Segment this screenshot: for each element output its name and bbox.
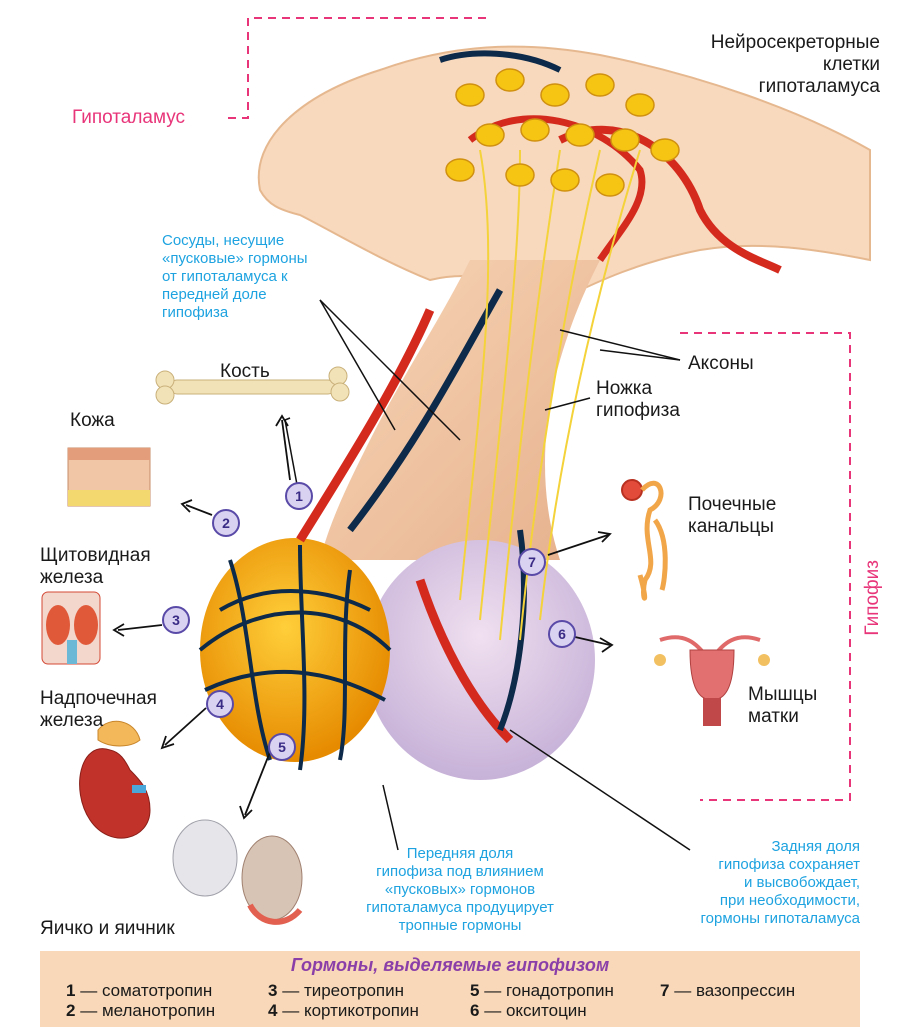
legend-name: вазопрессин: [696, 981, 795, 1000]
anterior-line5: тропные гормоны: [345, 917, 575, 935]
vessels-line1: Сосуды, несущие: [162, 232, 372, 250]
badge-6: 6: [548, 620, 576, 648]
bone-label: Кость: [220, 361, 270, 383]
legend-sep: —: [80, 981, 97, 1000]
stalk-line1: Ножка: [596, 378, 680, 400]
uterus-line1: Мышцы: [748, 684, 817, 706]
badge-7: 7: [518, 548, 546, 576]
testis-ovary-label: Яичко и яичник: [40, 918, 175, 940]
thyroid-line1: Щитовидная: [40, 545, 151, 567]
adrenal-line2: железа: [40, 710, 157, 732]
legend-num: 5: [470, 981, 479, 1000]
legend-num: 4: [268, 1001, 277, 1020]
vessels-line4: передней доле: [162, 286, 372, 304]
legend-num: 2: [66, 1001, 75, 1020]
posterior-lobe-label: Задняя доля гипофиза сохраняет и высвобо…: [645, 838, 860, 928]
adrenal-line1: Надпочечная: [40, 688, 157, 710]
neurosecretory-line1: Нейросекреторные: [640, 32, 880, 54]
legend-name: окситоцин: [506, 1001, 587, 1020]
legend-name: кортикотропин: [304, 1001, 419, 1020]
vessels-line3: от гипоталамуса к: [162, 268, 372, 286]
posterior-line2: гипофиза сохраняет: [645, 856, 860, 874]
posterior-line1: Задняя доля: [645, 838, 860, 856]
axons-label: Аксоны: [688, 353, 754, 375]
anterior-line3: «пусковых» гормонов: [345, 881, 575, 899]
neurosecretory-line3: гипоталамуса: [640, 76, 880, 98]
anterior-lobe-shape: [200, 538, 390, 762]
stalk-label: Ножка гипофиза: [596, 378, 680, 422]
thyroid-icon: [42, 592, 100, 664]
posterior-line5: гормоны гипоталамуса: [645, 910, 860, 928]
legend-num: 1: [66, 981, 75, 1000]
pituitary-bracket: [680, 333, 850, 800]
legend-sep: —: [674, 981, 691, 1000]
badge-3: 3: [162, 606, 190, 634]
legend-name: гонадотропин: [506, 981, 614, 1000]
pituitary-label: Гипофиз: [862, 560, 884, 636]
legend-title: Гормоны, выделяемые гипофизом: [40, 955, 860, 976]
tubules-line1: Почечные: [688, 494, 776, 516]
vessels-line2: «пусковые» гормоны: [162, 250, 372, 268]
legend-item-3: 3 — тиреотропин: [268, 981, 404, 1001]
legend-item-2: 2 — меланотропин: [66, 1001, 215, 1021]
kidney-icon: [80, 721, 150, 838]
skin-label: Кожа: [70, 410, 115, 432]
testis-ovary-icon: [173, 820, 302, 922]
posterior-lobe-shape: [365, 540, 595, 780]
legend-item-6: 6 — окситоцин: [470, 1001, 587, 1021]
badge-1: 1: [285, 482, 313, 510]
legend-sep: —: [282, 1001, 299, 1020]
uterus-label: Мышцы матки: [748, 684, 817, 728]
badge-5: 5: [268, 733, 296, 761]
anterior-line4: гипоталамуса продуцирует: [345, 899, 575, 917]
legend-name: соматотропин: [102, 981, 212, 1000]
tubules-label: Почечные канальцы: [688, 494, 776, 538]
legend-sep: —: [80, 1001, 97, 1020]
legend-name: меланотропин: [102, 1001, 215, 1020]
legend-sep: —: [484, 1001, 501, 1020]
uterus-line2: матки: [748, 706, 817, 728]
legend-name: тиреотропин: [304, 981, 404, 1000]
legend-item-5: 5 — гонадотропин: [470, 981, 614, 1001]
badge-4: 4: [206, 690, 234, 718]
legend-item-7: 7 — вазопрессин: [660, 981, 795, 1001]
vessels-line5: гипофиза: [162, 304, 372, 322]
posterior-line4: при необходимости,: [645, 892, 860, 910]
legend-sep: —: [484, 981, 501, 1000]
legend-sep: —: [282, 981, 299, 1000]
posterior-line3: и высвобождает,: [645, 874, 860, 892]
legend-item-1: 1 — соматотропин: [66, 981, 212, 1001]
legend-num: 3: [268, 981, 277, 1000]
thyroid-line2: железа: [40, 567, 151, 589]
hormone-legend: Гормоны, выделяемые гипофизом 1 — сомато…: [40, 951, 860, 1027]
neurosecretory-line2: клетки: [640, 54, 880, 76]
skin-icon: [68, 448, 150, 506]
tubules-icon: [622, 480, 665, 598]
anterior-lobe-label: Передняя доля гипофиза под влиянием «пус…: [345, 845, 575, 935]
legend-item-4: 4 — кортикотропин: [268, 1001, 419, 1021]
anterior-line2: гипофиза под влиянием: [345, 863, 575, 881]
legend-num: 7: [660, 981, 669, 1000]
badge-2: 2: [212, 509, 240, 537]
neurosecretory-label: Нейросекреторные клетки гипоталамуса: [640, 32, 880, 98]
vessels-label: Сосуды, несущие «пусковые» гормоны от ги…: [162, 232, 372, 322]
hypothalamus-label: Гипоталамус: [72, 107, 185, 129]
tubules-line2: канальцы: [688, 516, 776, 538]
anterior-line1: Передняя доля: [345, 845, 575, 863]
adrenal-label: Надпочечная железа: [40, 688, 157, 732]
legend-num: 6: [470, 1001, 479, 1020]
thyroid-label: Щитовидная железа: [40, 545, 151, 589]
stalk-line2: гипофиза: [596, 400, 680, 422]
